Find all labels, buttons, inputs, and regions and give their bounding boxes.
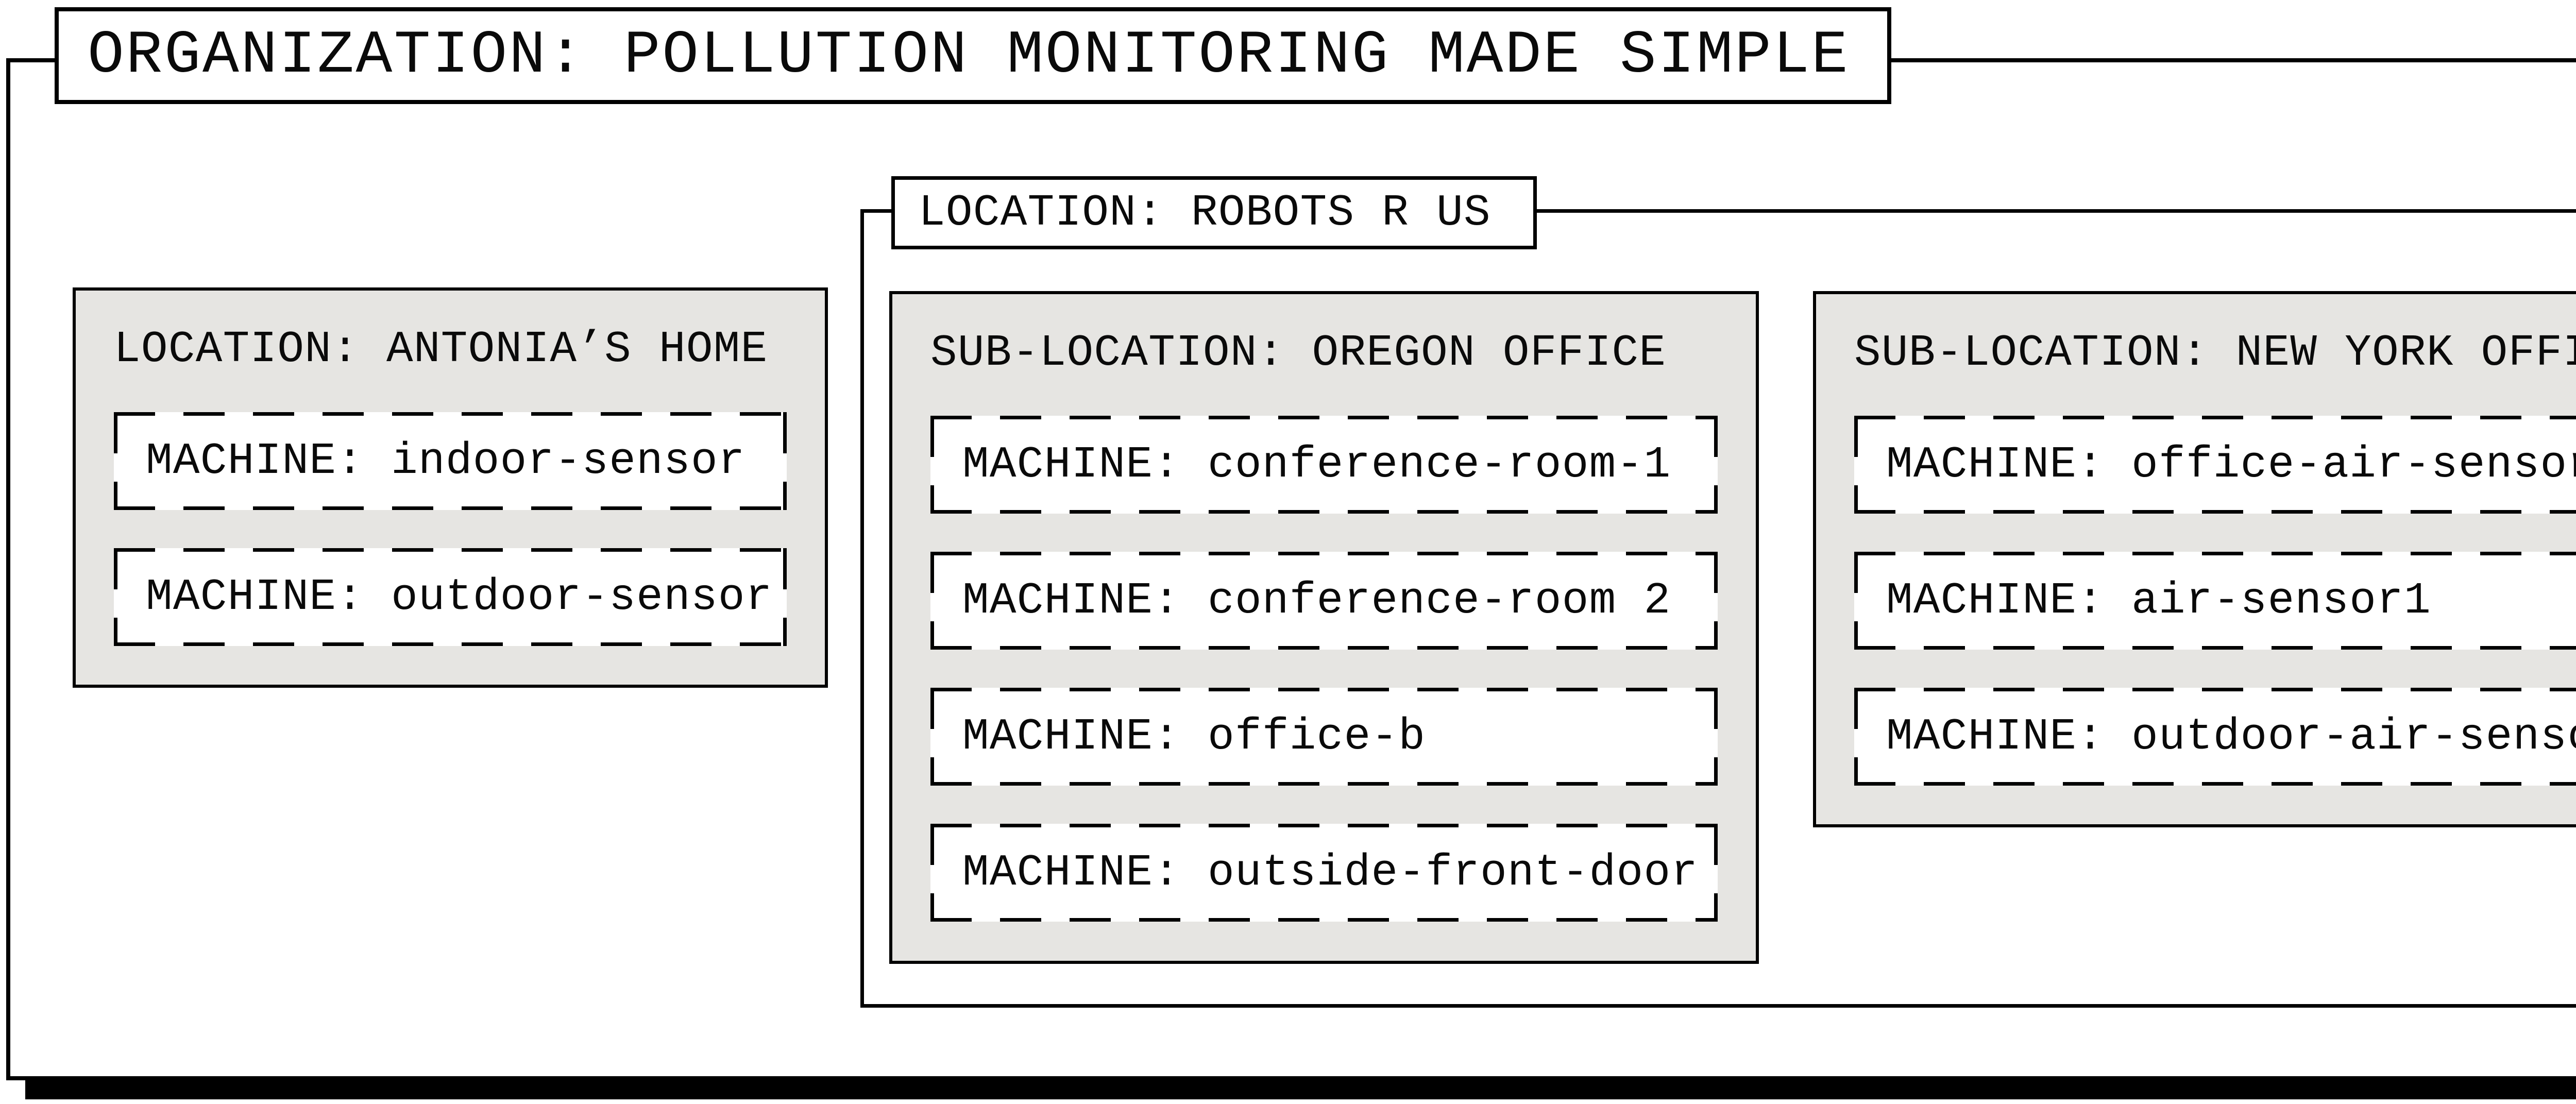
machine-box-office-b: MACHINE: office-b	[930, 688, 1718, 786]
machine-box-office-air-sensor: MACHINE: office-air-sensor	[1854, 416, 2576, 514]
location-label-box-robots-r-us: LOCATION: ROBOTS R US	[891, 176, 1537, 249]
machine-box-indoor-sensor: MACHINE: indoor-sensor	[114, 412, 787, 510]
machine-box-outdoor-sensor: MACHINE: outdoor-sensor	[114, 548, 787, 646]
organization-title-box: ORGANIZATION: POLLUTION MONITORING MADE …	[55, 7, 1891, 104]
location-box-robots-r-us: LOCATION: ROBOTS R US SUB-LOCATION: OREG…	[860, 176, 2576, 1008]
machine-label: MACHINE: outdoor-air-sensor	[1886, 711, 2576, 762]
machine-box-conference-room-2: MACHINE: conference-room 2	[930, 552, 1718, 650]
location-box-antonias-home: LOCATION: ANTONIA’S HOME MACHINE: indoor…	[73, 287, 828, 688]
machine-label: MACHINE: conference-room 2	[962, 575, 1671, 626]
sublocation-box-new-york-office: SUB-LOCATION: NEW YORK OFFICE MACHINE: o…	[1813, 291, 2576, 827]
organization-title: ORGANIZATION: POLLUTION MONITORING MADE …	[88, 21, 1850, 90]
location-label-antonias-home: LOCATION: ANTONIA’S HOME	[114, 324, 768, 375]
machine-label: MACHINE: office-air-sensor	[1886, 439, 2576, 490]
machine-label: MACHINE: office-b	[962, 711, 1426, 762]
machine-box-outside-front-door: MACHINE: outside-front-door	[930, 824, 1718, 922]
machine-label: MACHINE: outdoor-sensor	[146, 572, 773, 622]
machine-box-air-sensor1: MACHINE: air-sensor1	[1854, 552, 2576, 650]
machine-box-conference-room-1: MACHINE: conference-room-1	[930, 416, 1718, 514]
machine-label: MACHINE: air-sensor1	[1886, 575, 2431, 626]
machine-box-outdoor-air-sensor: MACHINE: outdoor-air-sensor	[1854, 688, 2576, 786]
machine-label: MACHINE: outside-front-door	[962, 847, 1699, 898]
sublocation-label-oregon-office: SUB-LOCATION: OREGON OFFICE	[930, 328, 1667, 378]
machine-label: MACHINE: indoor-sensor	[146, 436, 745, 486]
location-label-robots-r-us: LOCATION: ROBOTS R US	[919, 188, 1491, 238]
sublocation-box-oregon-office: SUB-LOCATION: OREGON OFFICE MACHINE: con…	[889, 291, 1759, 964]
machine-label: MACHINE: conference-room-1	[962, 439, 1671, 490]
organization-box: LOCATION: ANTONIA’S HOME MACHINE: indoor…	[6, 58, 2576, 1080]
sublocation-label-new-york-office: SUB-LOCATION: NEW YORK OFFICE	[1854, 328, 2576, 378]
